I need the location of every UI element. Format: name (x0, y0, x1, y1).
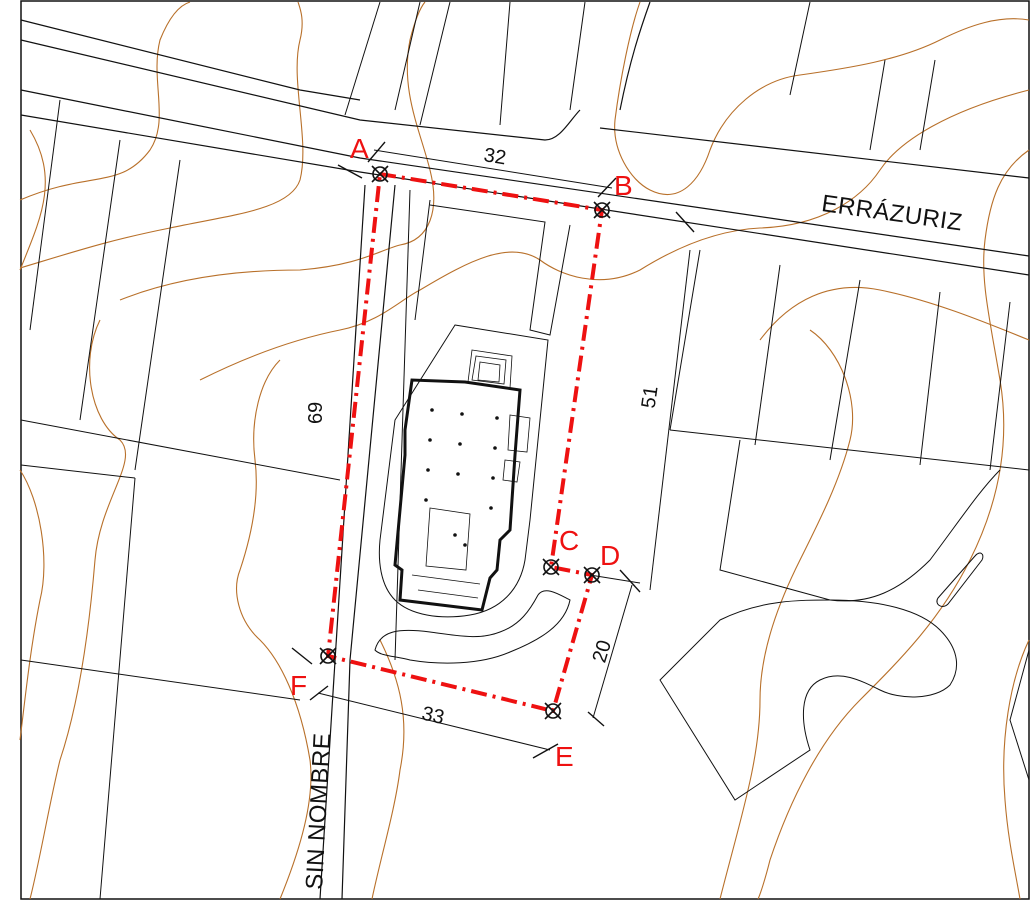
dimension-label-fe: 33 (420, 703, 447, 729)
contour-lines (19, 1, 1030, 900)
street-errazuriz-edges (20, 1, 1030, 276)
map-frame (20, 0, 1030, 900)
lot-lines (20, 1, 1030, 900)
column-dots (424, 408, 499, 547)
street-sin-nombre-edges (319, 184, 396, 900)
vertex-label-c: C (559, 525, 579, 556)
vertex-marker-c (542, 558, 560, 576)
dimension-label-bc: 51 (638, 385, 663, 410)
street-name-errazuriz: ERRÁZURIZ (820, 190, 964, 236)
vertex-label-a: A (350, 133, 369, 164)
vertex-marker-b (593, 201, 611, 219)
vertex-marker-e (544, 702, 562, 720)
vertex-label-f: F (290, 670, 307, 701)
vertex-label-d: D (600, 540, 620, 571)
east-features (659, 552, 984, 801)
dimension-label-ab: 32 (482, 144, 507, 169)
vertex-label-b: B (614, 170, 633, 201)
vertex-marker-f (319, 647, 337, 665)
dimension-lines (291, 141, 695, 759)
vertex-label-e: E (555, 741, 574, 772)
property-boundary (326, 172, 604, 713)
church-building (393, 349, 531, 612)
vertex-marker-a (371, 165, 389, 183)
dimension-label-af: 69 (305, 402, 327, 424)
dimension-label-de: 20 (588, 638, 616, 666)
street-name-sin-nombre: SIN NOMBRE (301, 732, 336, 890)
vertex-markers (319, 165, 611, 720)
church-courtyard (374, 324, 571, 664)
